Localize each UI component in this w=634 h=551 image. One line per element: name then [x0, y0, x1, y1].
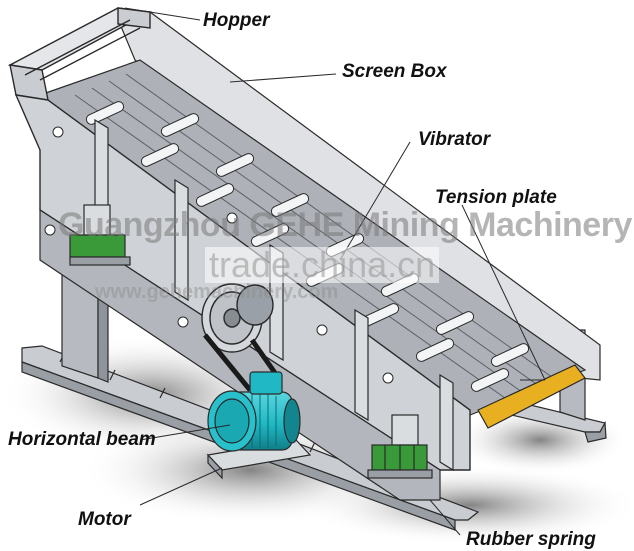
label-motor: Motor [78, 509, 131, 530]
front-side-plate-lower [39, 208, 441, 501]
motor [206, 371, 312, 480]
label-screen-box: Screen Box [342, 61, 447, 82]
label-tension-plate: Tension plate [435, 187, 557, 208]
label-rubber-spring: Rubber spring [466, 529, 596, 550]
rubber-spring [69, 204, 433, 479]
label-hopper: Hopper [203, 10, 270, 31]
label-vibrator: Vibrator [418, 129, 491, 150]
vibrator [201, 283, 274, 353]
leader-lines [124, 7, 546, 536]
label-horizontal-beam: Horizontal beam [8, 429, 156, 450]
